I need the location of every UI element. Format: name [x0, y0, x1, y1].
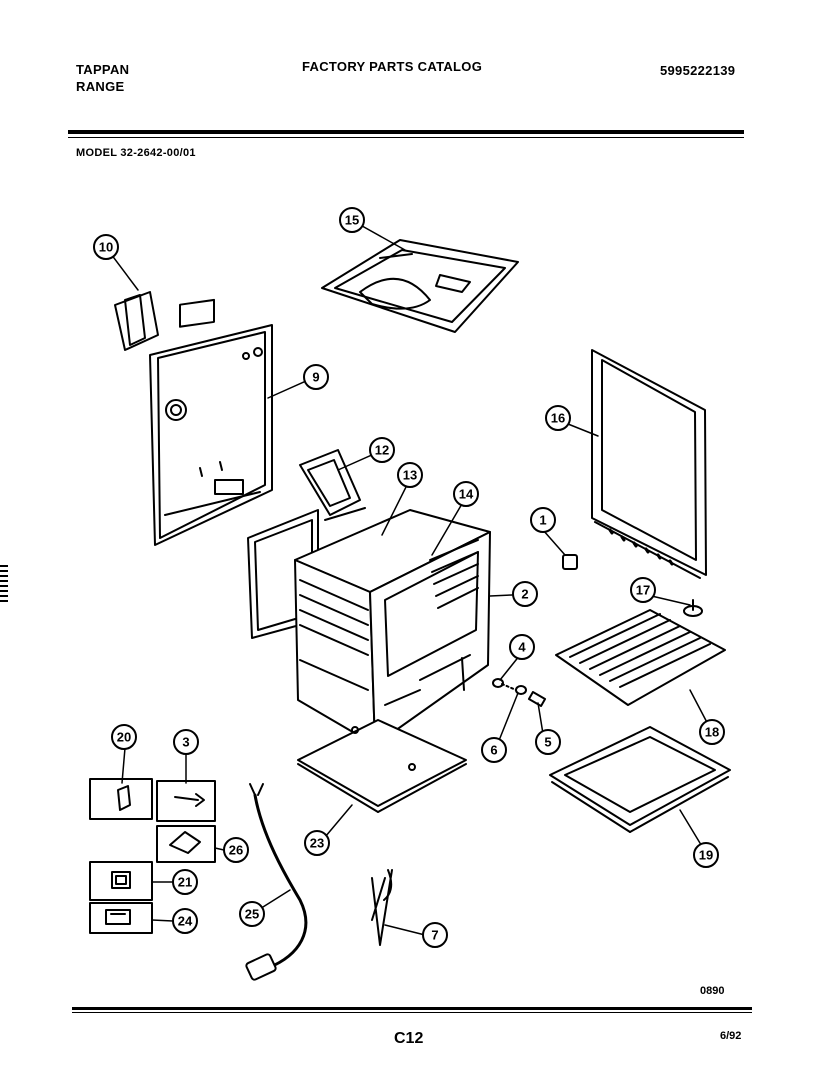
callout-14: 14 [459, 487, 474, 502]
callout-16: 16 [551, 411, 565, 426]
callout-6: 6 [490, 743, 497, 758]
callout-15: 15 [345, 213, 359, 228]
callout-24: 24 [178, 914, 193, 929]
part-oven-rack [555, 609, 726, 706]
page-code: C12 [394, 1030, 424, 1047]
header-rule-thick [68, 130, 744, 134]
scan-edge-mark [0, 565, 8, 605]
callout-23: 23 [310, 836, 324, 851]
callout-12: 12 [375, 443, 389, 458]
boxed-items [89, 778, 216, 934]
callout-13: 13 [403, 468, 417, 483]
callout-5: 5 [544, 735, 551, 750]
callout-2: 2 [521, 587, 528, 602]
part-vent-duct [299, 449, 366, 521]
footer-rule-thin [72, 1012, 752, 1013]
callout-7: 7 [431, 928, 438, 943]
header-rule-thin [68, 137, 744, 138]
callout-circle-17 [630, 577, 656, 603]
callout-circle-19 [693, 842, 719, 868]
part-spring-clip [371, 869, 393, 946]
callout-circle-23 [304, 830, 330, 856]
part-rack-support [683, 599, 703, 617]
callout-circle-5 [535, 729, 561, 755]
callout-circle-21 [172, 869, 198, 895]
date-code: 6/92 [720, 1030, 742, 1042]
callout-circle-2 [512, 581, 538, 607]
catalog-title: FACTORY PARTS CATALOG [302, 59, 483, 74]
callout-10: 10 [99, 240, 113, 255]
part-back-panel [149, 324, 273, 546]
drawing-code: 0890 [700, 985, 725, 997]
callout-1: 1 [539, 513, 546, 528]
part-door-frame [591, 349, 707, 579]
part-small-hardware [492, 678, 547, 707]
catalog-number: 5995222139 [660, 63, 736, 78]
callout-circle-7 [422, 922, 448, 948]
callout-circle-12 [369, 437, 395, 463]
callout-circle-9 [303, 364, 329, 390]
callout-26: 26 [229, 843, 243, 858]
callout-circle-26 [223, 837, 249, 863]
footer-rule-thick [72, 1007, 752, 1010]
callout-20: 20 [117, 730, 131, 745]
model-label: MODEL 32-2642-00/01 [76, 147, 196, 159]
callout-4: 4 [518, 640, 526, 655]
callout-circle-15 [339, 207, 365, 233]
part-oven-body [294, 509, 491, 746]
callout-circle-3 [173, 729, 199, 755]
part-cooktop-top [321, 239, 519, 333]
callout-circle-14 [453, 481, 479, 507]
callout-circle-13 [397, 462, 423, 488]
callout-circle-24 [172, 908, 198, 934]
part-bottom-panel [297, 719, 467, 813]
callout-circle-1 [530, 507, 556, 533]
callout-17: 17 [636, 583, 650, 598]
callout-circle-25 [239, 901, 265, 927]
callout-circle-6 [481, 737, 507, 763]
brand-line-2: RANGE [76, 79, 125, 94]
brand-line-1: TAPPAN [76, 62, 130, 77]
callout-circle-20 [111, 724, 137, 750]
callout-3: 3 [182, 735, 189, 750]
callout-19: 19 [699, 848, 713, 863]
callout-circle-10 [93, 234, 119, 260]
callout-9: 9 [312, 370, 319, 385]
callout-25: 25 [245, 907, 259, 922]
callout-21: 21 [178, 875, 192, 890]
part-power-cord [245, 783, 308, 981]
part-broil-pan [549, 726, 731, 833]
callout-circle-4 [509, 634, 535, 660]
callout-circle-16 [545, 405, 571, 431]
callout-circle-18 [699, 719, 725, 745]
callout-18: 18 [705, 725, 719, 740]
part-clip [562, 554, 578, 570]
part-bracket [114, 291, 215, 357]
